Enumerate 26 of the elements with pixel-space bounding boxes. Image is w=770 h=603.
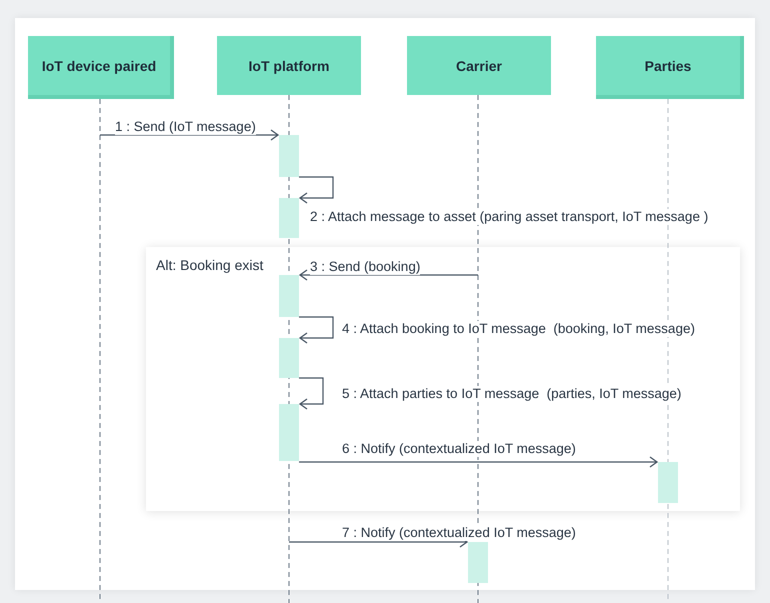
frame-label: Alt: Booking exist bbox=[156, 257, 264, 273]
activation-bar bbox=[468, 542, 488, 583]
participant-box: IoT device paired bbox=[28, 36, 174, 99]
activation-bar bbox=[279, 275, 299, 317]
participant-box: Carrier bbox=[407, 36, 551, 95]
edge-label: 2 : Attach message to asset (paring asset transport, IoT message ) bbox=[310, 209, 708, 225]
edge-label: 6 : Notify (contextualized IoT message) bbox=[342, 441, 576, 457]
edge-label: 1 : Send (IoT message) bbox=[115, 119, 256, 135]
activation-bar bbox=[279, 198, 299, 238]
alt-frame bbox=[146, 247, 740, 511]
message-arrow bbox=[299, 456, 658, 468]
edge-label: 5 : Attach parties to IoT message (parties, IoT message) bbox=[342, 386, 682, 402]
message-arrow bbox=[299, 377, 324, 410]
edge-label: 3 : Send (booking) bbox=[310, 259, 420, 275]
message-arrow bbox=[299, 176, 334, 204]
participant-box: Parties bbox=[596, 36, 744, 99]
participant-box: IoT platform bbox=[217, 36, 361, 95]
message-arrow bbox=[299, 316, 334, 344]
activation-bar bbox=[658, 462, 678, 503]
activation-bar bbox=[279, 404, 299, 461]
edge-label: 7 : Notify (contextualized IoT message) bbox=[342, 525, 576, 541]
message-arrow bbox=[100, 129, 279, 141]
activation-bar bbox=[279, 338, 299, 378]
activation-bar bbox=[279, 135, 299, 177]
message-arrow bbox=[299, 269, 478, 281]
edge-label: 4 : Attach booking to IoT message (booking, IoT message) bbox=[342, 321, 695, 337]
